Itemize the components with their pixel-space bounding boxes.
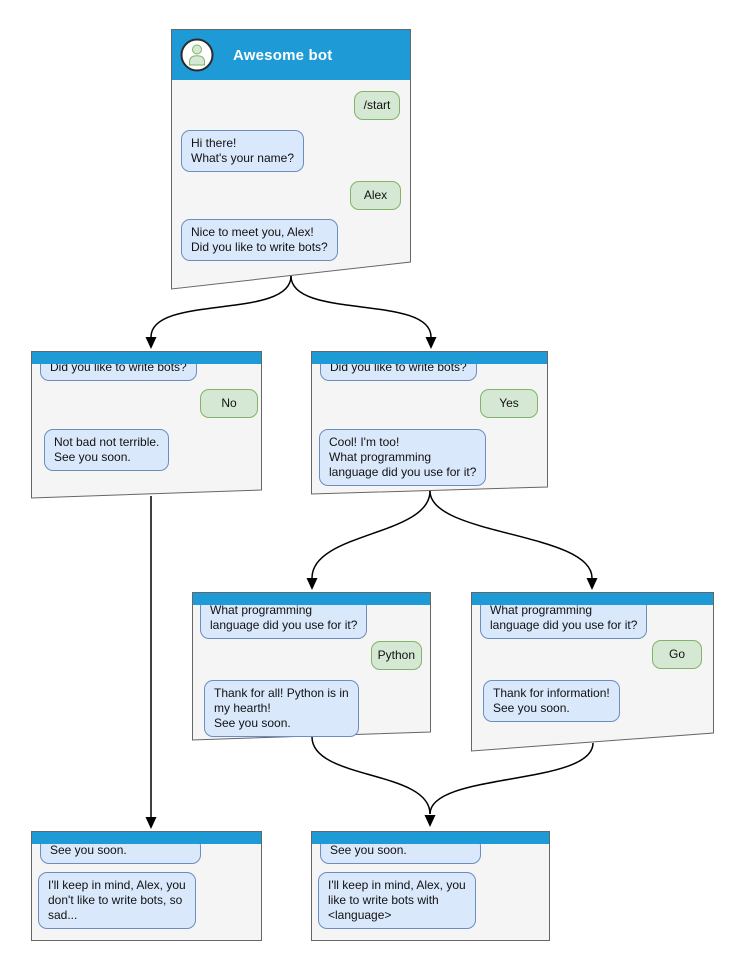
bot-message-bubble: I'll keep in mind, Alex, you like to wri…	[318, 872, 476, 929]
chat-window-branch-go: What programming language did you use fo…	[471, 592, 714, 752]
chat-window-end-no: See you soon. I'll keep in mind, Alex, y…	[31, 831, 262, 941]
chat-header: Awesome bot	[172, 30, 410, 80]
chat-window-branch-python: What programming language did you use fo…	[192, 592, 431, 741]
bot-message-bubble: Cool! I'm too! What programming language…	[319, 429, 487, 486]
bot-avatar-icon	[180, 38, 214, 72]
chat-window-root: Awesome bot /start Hi there! What's your…	[171, 29, 411, 290]
edge-python-to-end	[311, 736, 431, 815]
bot-message-bubble: Not bad not terrible. See you soon.	[44, 429, 170, 471]
bot-message-bubble: Hi there! What's your name?	[181, 130, 305, 172]
window-header-bar	[32, 352, 261, 364]
window-header-bar	[312, 832, 549, 844]
edge-root-to-yes	[290, 275, 432, 338]
arrowhead-to-go	[586, 578, 598, 590]
edge-go-to-end	[429, 742, 594, 815]
arrowhead-to-end-yes	[424, 815, 436, 827]
window-header-bar	[472, 593, 713, 605]
edge-yes-to-python	[311, 490, 431, 579]
chat-window-branch-no: Did you like to write bots? No Not bad n…	[31, 351, 262, 499]
arrowhead-to-no	[145, 337, 157, 349]
user-message-bubble: No	[200, 389, 258, 418]
bot-title: Awesome bot	[233, 46, 333, 64]
bot-message-bubble: Thank for all! Python is in my hearth! S…	[204, 680, 359, 737]
user-message-bubble: Alex	[350, 181, 401, 210]
chat-window-branch-yes: Did you like to write bots? Yes Cool! I'…	[311, 351, 548, 495]
window-header-bar	[193, 593, 430, 605]
user-message-bubble: Python	[370, 641, 422, 670]
arrowhead-to-end-no	[145, 817, 157, 829]
bot-message-bubble: I'll keep in mind, Alex, you don't like …	[38, 872, 196, 929]
user-message-bubble: /start	[354, 91, 400, 120]
bot-message-bubble: Thank for information! See you soon.	[483, 680, 620, 722]
window-header-bar	[312, 352, 547, 364]
chat-window-end-yes: See you soon. I'll keep in mind, Alex, y…	[311, 831, 550, 941]
edge-root-to-no	[150, 275, 292, 338]
arrowhead-to-python	[306, 578, 318, 590]
edge-yes-to-go	[429, 490, 593, 579]
user-message-bubble: Yes	[480, 389, 538, 418]
user-message-bubble: Go	[652, 640, 702, 669]
bot-message-bubble: Nice to meet you, Alex! Did you like to …	[181, 219, 338, 261]
arrowhead-to-yes	[425, 337, 437, 349]
window-header-bar	[32, 832, 261, 844]
